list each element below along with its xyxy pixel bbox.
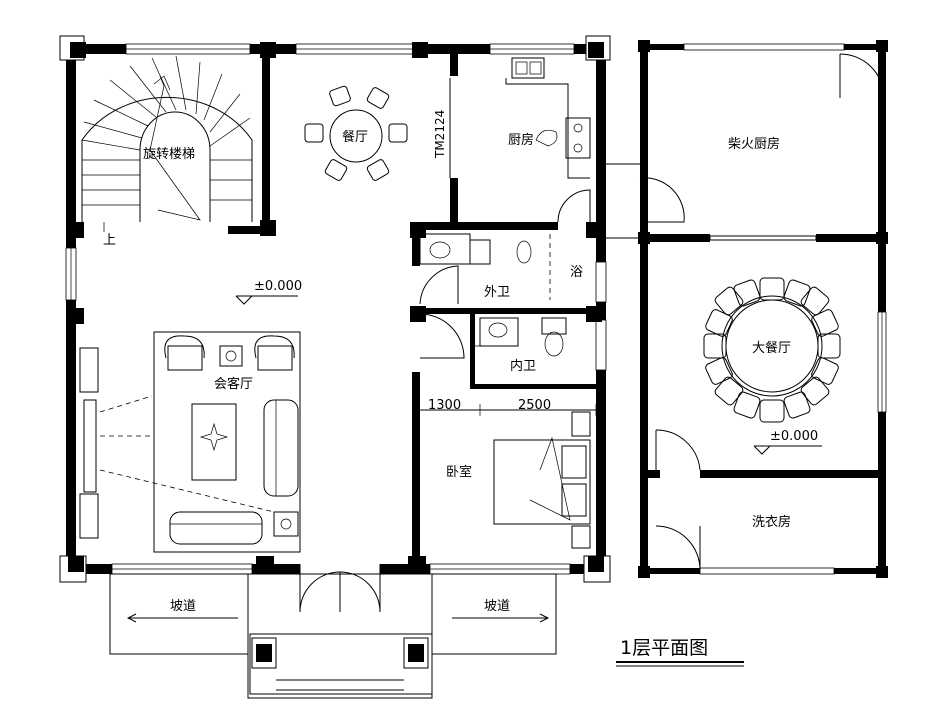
dining-label: 餐厅	[342, 129, 368, 145]
banquet-level-label: ±0.000	[770, 429, 818, 444]
bath-label: 浴	[570, 265, 583, 280]
dim-b-label: 2500	[518, 398, 551, 413]
spiral-stair	[81, 55, 253, 232]
spiral-stair-label: 旋转楼梯	[143, 147, 195, 162]
dim-a-label: 1300	[428, 398, 461, 413]
entrance	[109, 564, 557, 699]
bedroom-label: 卧室	[446, 464, 472, 480]
link-passage	[557, 163, 685, 239]
wc-fixtures	[419, 233, 567, 357]
banquet-table	[703, 277, 841, 423]
windows-top	[65, 43, 607, 575]
kitchen-fixtures	[505, 57, 591, 179]
ramp-right-label: 坡道	[484, 599, 510, 614]
inner-wc-label: 内卫	[510, 358, 536, 374]
main-house-walls	[66, 44, 606, 574]
wood-kitchen-label: 柴火厨房	[728, 136, 780, 152]
laundry-label: 洗衣房	[752, 514, 791, 530]
living-label: 会客厅	[214, 376, 253, 392]
outer-wc-label: 外卫	[484, 285, 510, 300]
kitchen-label: 厨房	[508, 132, 534, 148]
ramp-left-label: 坡道	[170, 599, 196, 614]
banquet-label: 大餐厅	[752, 340, 791, 356]
living-furniture	[79, 331, 301, 553]
partition-code-label: TM2124	[433, 110, 447, 159]
stair-up-label: 上	[103, 233, 116, 248]
columns	[59, 35, 611, 583]
dining-table	[304, 85, 408, 181]
bedroom-furniture	[415, 404, 597, 549]
inner-wc-door	[419, 313, 465, 359]
plan-title: 1层平面图	[620, 637, 708, 659]
annex-walls	[638, 40, 888, 578]
living-level-label: ±0.000	[254, 279, 302, 294]
